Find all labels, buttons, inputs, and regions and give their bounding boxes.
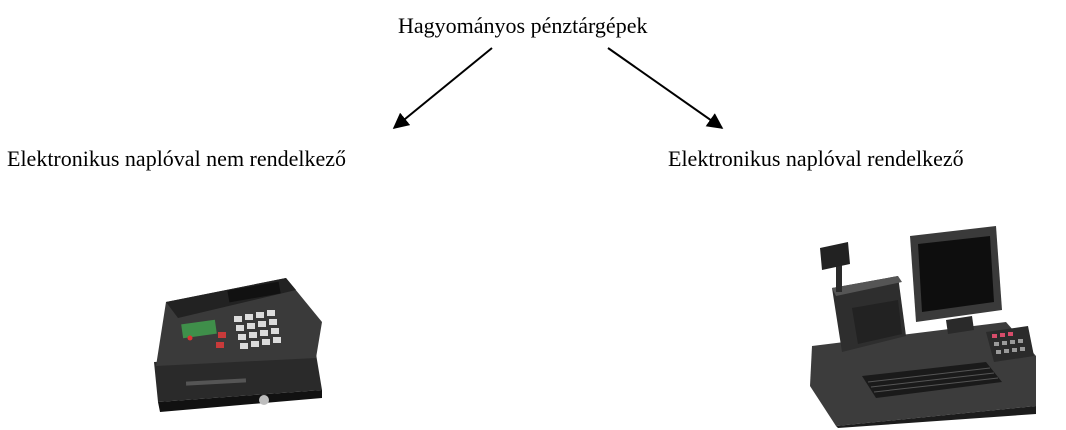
pos-terminal-illustration (810, 226, 1036, 428)
right-node-label: Elektronikus naplóval rendelkező (668, 146, 964, 171)
root-node-label: Hagyományos pénztárgépek (398, 13, 648, 38)
basic-cash-register-illustration (154, 278, 322, 412)
left-node-label: Elektronikus naplóval nem rendelkező (7, 146, 347, 171)
arrow-to-right-node (607, 47, 724, 129)
arrow-to-left-node (392, 47, 493, 130)
